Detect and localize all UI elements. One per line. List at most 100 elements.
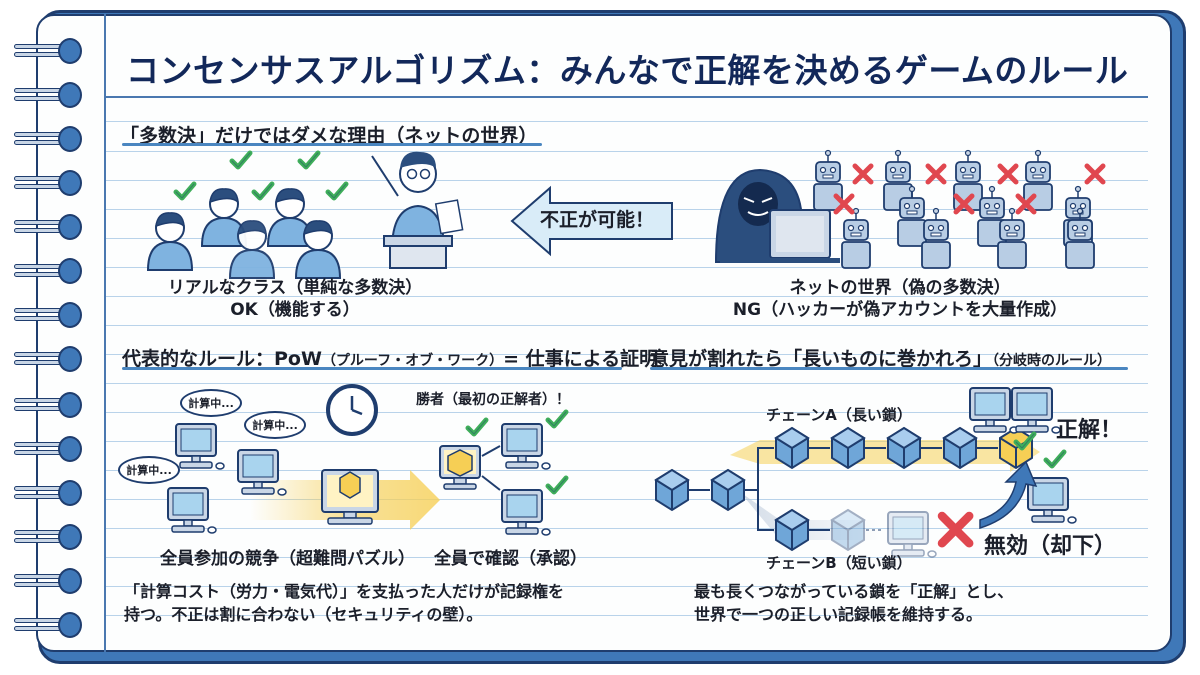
title-rule — [106, 96, 1148, 98]
section2-heading-sub: （プルーフ・オブ・ワーク） — [321, 353, 504, 369]
check-icon — [1046, 452, 1064, 466]
section1-heading: 「多数決」だけではダメな理由（ネットの世界） — [120, 125, 538, 147]
spiral-ring — [14, 126, 82, 152]
spiral-ring — [14, 214, 82, 240]
chain-a-label: チェーンA（長い鎖） — [766, 406, 912, 424]
spiral-ring — [14, 480, 82, 506]
gold-block-icon — [439, 445, 481, 490]
rule-line — [106, 180, 1148, 181]
rule-line — [106, 325, 1148, 326]
computer-icon — [969, 387, 1019, 434]
spiral-ring — [14, 82, 82, 108]
section2-heading: 代表的なルール：PoW（プルーフ・オブ・ワーク）= 仕事による証明 — [122, 344, 658, 371]
net-world-caption: ネットの世界（偽の多数決） — [789, 278, 1011, 298]
block-cube-icon — [831, 427, 865, 469]
teacher-icon — [371, 151, 464, 269]
cross-icon — [1000, 166, 1016, 182]
invalid-label: 無効（却下） — [984, 534, 1117, 559]
chain-note-line1: 最も長くつながっている鎖を「正解」とし、 — [694, 582, 1014, 601]
rule-line — [106, 296, 1148, 297]
block-cube-icon — [711, 469, 745, 511]
cross-icon — [942, 516, 969, 543]
computer-icon — [1011, 387, 1061, 434]
computer-icon — [501, 423, 551, 470]
spiral-ring — [14, 436, 82, 462]
rule-line — [106, 499, 1148, 500]
real-class-caption: リアルなクラス（単純な多数決） — [167, 278, 423, 298]
block-cube-icon — [655, 469, 689, 511]
check-icon — [176, 184, 194, 198]
rule-line — [106, 615, 1148, 616]
margin-line — [104, 14, 106, 652]
notebook-page — [36, 14, 1172, 652]
spiral-ring — [14, 568, 82, 594]
spiral-ring — [14, 524, 82, 550]
pow-illustration — [167, 384, 566, 536]
computer-icon — [887, 511, 937, 558]
chain-note-line2: 世界で一つの正しい記録帳を維持する。 — [694, 605, 983, 624]
rule-line — [106, 528, 1148, 529]
student-icon — [147, 211, 193, 271]
rule-line — [106, 441, 1148, 442]
left-arrow-icon — [510, 185, 673, 257]
classroom-illustration — [147, 151, 464, 279]
winner-label: 勝者（最初の正解者）！ — [416, 392, 570, 408]
gold-block-icon — [339, 471, 361, 499]
section3-heading-sub: （分岐時のルール） — [992, 353, 1112, 369]
section2-heading-tail: = 仕事による証明 — [503, 348, 659, 370]
net-world-ng-caption: NG（ハッカーが偽アカウントを大量作成） — [732, 300, 1068, 320]
spiral-ring — [14, 612, 82, 638]
check-icon — [232, 153, 250, 167]
computer-icon — [720, 209, 840, 263]
calculating-bubble: 計算中... — [180, 389, 242, 417]
section2-underline — [122, 367, 622, 370]
rule-line — [106, 354, 1148, 355]
spiral-ring — [14, 170, 82, 196]
cross-icon — [855, 166, 871, 182]
block-cube-icon — [999, 426, 1033, 470]
section3-heading-main: 意見が割れたら「長いものに巻かれろ」 — [650, 348, 993, 370]
cross-icon — [928, 166, 944, 182]
spiral-ring — [14, 38, 82, 64]
rule-line — [106, 412, 1148, 413]
rule-line — [106, 470, 1148, 471]
net-world-illustration — [714, 149, 1103, 269]
verify-caption: 全員で確認（承認） — [434, 549, 587, 569]
block-cube-icon — [943, 427, 977, 469]
section1-underline — [122, 143, 542, 146]
section2-heading-main: 代表的なルール：PoW — [122, 348, 322, 370]
spiral-ring — [14, 258, 82, 284]
fraud-possible-label: 不正が可能！ — [540, 209, 655, 231]
rule-line — [106, 267, 1148, 268]
calculating-bubble: 計算中... — [118, 456, 180, 484]
section3-underline — [650, 367, 1128, 370]
computer-icon — [167, 487, 217, 534]
block-cube-icon — [887, 427, 921, 469]
block-cube-icon — [775, 427, 809, 469]
chain-b-label: チェーンB（短い鎖） — [766, 554, 912, 572]
rule-line — [106, 383, 1148, 384]
computer-icon — [175, 423, 225, 470]
cross-icon — [1087, 166, 1103, 182]
calculating-bubble: 計算中... — [244, 411, 306, 439]
chain-illustration — [655, 387, 1077, 558]
rule-line — [106, 557, 1148, 558]
pow-note-line2: 持つ。不正は割に合わない（セキュリティの壁）。 — [124, 605, 483, 624]
real-class-ok-caption: OK（機能する） — [230, 300, 360, 320]
spiral-ring — [14, 346, 82, 372]
check-icon — [548, 412, 566, 426]
rule-line — [106, 151, 1148, 152]
block-cube-icon — [831, 509, 865, 551]
rule-line — [106, 121, 1148, 122]
check-icon — [254, 184, 272, 198]
robot-icon — [921, 207, 951, 269]
computer-icon — [501, 489, 551, 536]
rule-line — [106, 586, 1148, 587]
spiral-ring — [14, 302, 82, 328]
spiral-ring — [14, 392, 82, 418]
correct-label: 正解！ — [1056, 418, 1123, 443]
robot-icon — [841, 207, 871, 269]
check-icon — [300, 153, 318, 167]
section3-heading: 意見が割れたら「長いものに巻かれろ」（分岐時のルール） — [650, 344, 1111, 371]
